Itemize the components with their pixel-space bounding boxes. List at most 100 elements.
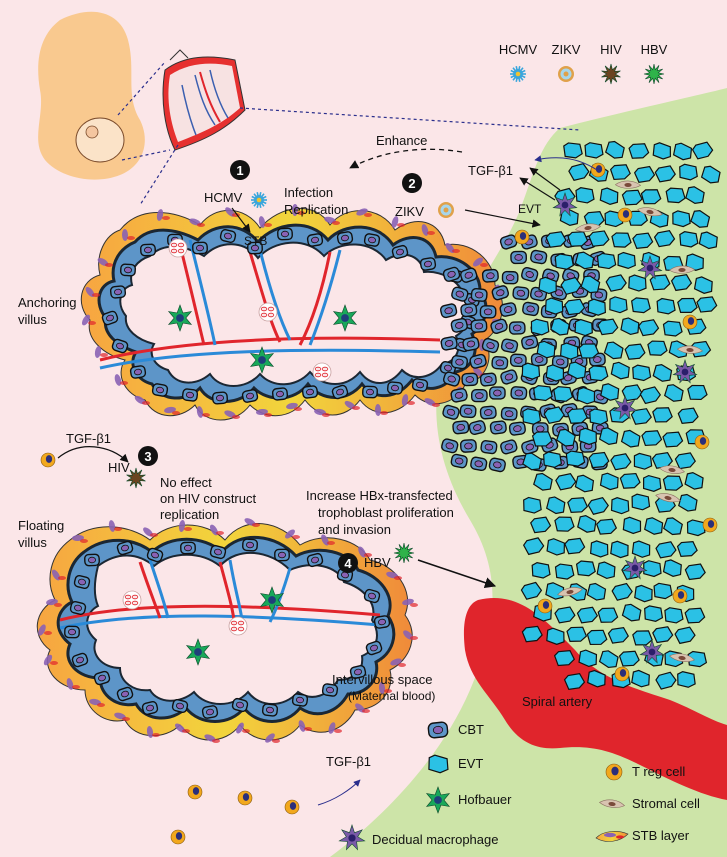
cbt-cell (365, 640, 383, 656)
evt-cell (679, 231, 699, 248)
cbt-column-cell (479, 305, 497, 319)
step-3-arrow (57, 446, 129, 463)
step-2-tgf-arrow (519, 177, 556, 201)
evt-cell (577, 515, 597, 533)
cbt-cell (363, 233, 381, 247)
cbt-column-cell (530, 249, 548, 265)
step-4-arrow (417, 559, 497, 589)
evt-cell (642, 474, 662, 492)
evt-cell (687, 384, 708, 401)
evt-cell (588, 365, 609, 382)
floating-villus-label-line2: villus (18, 535, 47, 550)
evt-cell (641, 430, 663, 447)
cbt-column-cell (459, 439, 477, 453)
anchoring-villus-label-line2: villus (18, 312, 47, 327)
evt-cell (566, 408, 588, 424)
cbt-column-cell (522, 301, 540, 317)
evt-cell (596, 518, 618, 535)
legend-evt-icon (428, 754, 449, 774)
evt-cell (530, 318, 550, 336)
evt-cell (654, 165, 676, 183)
decidual-macrophage (637, 255, 663, 280)
treg-cell (284, 799, 300, 815)
cbt-cell (64, 625, 80, 639)
evt-cell (644, 517, 664, 535)
step-3: TGF-β1 HIV 3 No effect on HIV construct … (57, 431, 256, 522)
evt-cell (587, 669, 606, 688)
evt-cell (621, 603, 642, 622)
evt-cell (621, 189, 643, 206)
evt-cell (620, 317, 640, 336)
evt-cell (567, 361, 587, 380)
cbt-cell (386, 381, 404, 395)
cbt-column-cell (452, 420, 470, 435)
decidual-macrophage (672, 359, 698, 384)
step-3-effect-line2: on HIV construct (160, 491, 256, 506)
zikv-virus-icon (438, 202, 454, 218)
evt-cell (564, 537, 586, 555)
evt-cell (653, 582, 673, 600)
bottom-tgf-arrow (317, 779, 361, 806)
virus-key-label-zikv: ZIKV (552, 42, 581, 57)
treg-cell (40, 452, 56, 468)
step-1: 1 HCMV Infection Replication STB (204, 160, 348, 248)
evt-cell (588, 230, 610, 247)
legend-label-hofbauer: Hofbauer (458, 792, 512, 807)
legend-label-cbt: CBT (458, 722, 484, 737)
cbt-cell (71, 652, 89, 668)
evt-cell (522, 452, 542, 471)
cbt-column-cell (510, 250, 527, 265)
evt-cell (578, 649, 598, 668)
evt-cell (589, 408, 609, 426)
evt-cell (684, 471, 704, 490)
treg-cell (672, 588, 688, 604)
evt-cell (620, 429, 641, 448)
evt-cell (611, 582, 633, 601)
step-2-virus-label: ZIKV (395, 204, 424, 219)
evt-cell (685, 186, 705, 204)
evt-cell (700, 165, 721, 184)
evt-cell (655, 541, 677, 559)
evt-cell (676, 540, 698, 557)
hbv-key-icon (643, 63, 665, 85)
cbt-cell (120, 263, 136, 277)
evt-cell (587, 496, 609, 515)
anchoring-villus-label-line1: Anchoring (18, 295, 77, 310)
cbt-column-cell (489, 386, 506, 400)
floating-villus-label-line1: Floating (18, 518, 64, 533)
step-2-arrow (464, 209, 541, 228)
evt-cell (674, 626, 696, 645)
hiv-spikes (601, 63, 621, 85)
evt-cell (691, 141, 714, 160)
virus-key-label-hiv: HIV (600, 42, 622, 57)
cbt-cell (362, 385, 378, 399)
evt-cell (662, 559, 682, 577)
cbt-cell (373, 615, 391, 629)
step-1-target-label: STB (244, 234, 267, 248)
treg-cell (614, 666, 630, 682)
evt-cell (574, 318, 593, 337)
macrophage-nucleus (621, 404, 629, 412)
evt-cell (586, 629, 608, 646)
step-4-virus-label: HBV (364, 555, 391, 570)
cbt-cell (391, 244, 409, 260)
evt-cell (679, 163, 698, 181)
cbt-cell (306, 552, 324, 568)
evt-cell (563, 142, 583, 159)
red-blood-cells (168, 238, 188, 258)
evt-cell (553, 649, 575, 667)
treg-cell (590, 162, 606, 178)
stromal-cell (659, 465, 685, 474)
evt-cell (546, 538, 566, 556)
hbv-spikes (643, 63, 665, 85)
macrophage-nucleus (648, 648, 656, 656)
cbt-column-cell (450, 355, 469, 370)
cbt-cell (231, 697, 249, 713)
treg-cell (514, 229, 530, 245)
bottom-tgf-label: TGF-β1 (326, 754, 371, 769)
intervillous-label-line1: Intervillous space (332, 672, 432, 687)
evt-cell (521, 625, 543, 643)
step-2-mediator: TGF-β1 (468, 163, 513, 178)
step-2-number: 2 (408, 176, 415, 191)
evt-cell (598, 427, 619, 445)
